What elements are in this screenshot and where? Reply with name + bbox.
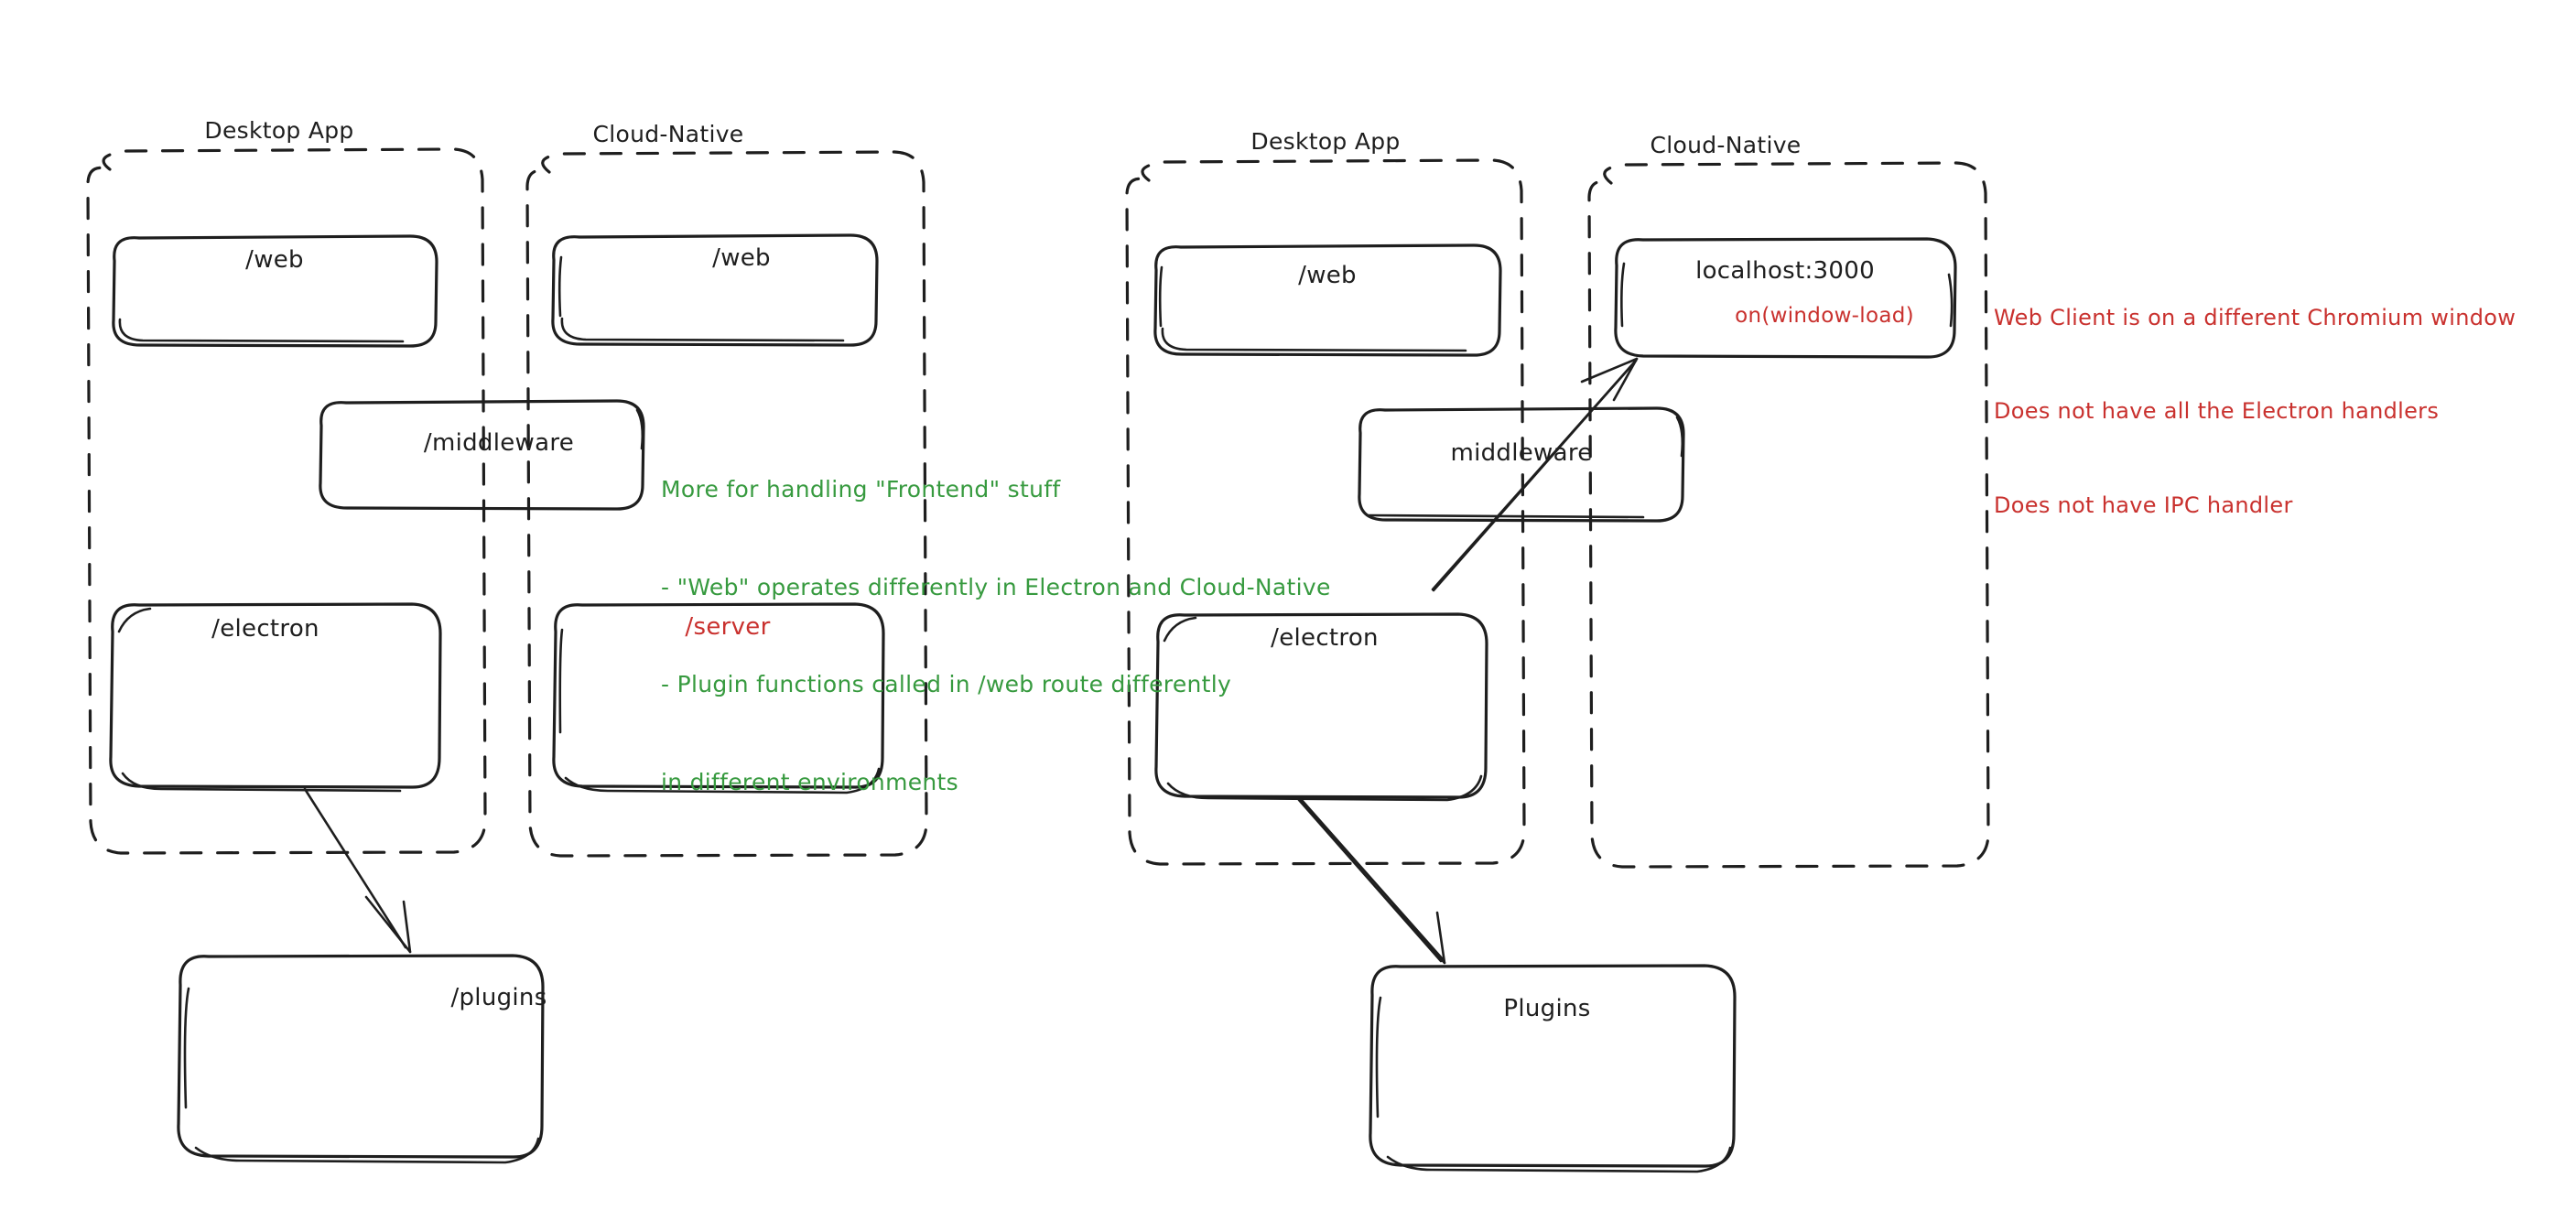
left-server-box [552,602,885,794]
left-server-label: /server [685,613,771,641]
green-note-line-1: More for handling "Frontend" stuff [661,476,1061,503]
right-web-box [1153,243,1502,357]
right-desktop-app-container [1125,158,1526,866]
right-cloud-native-container [1587,161,1990,869]
right-web-label: /web [1298,262,1357,289]
left-desktop-app-container [86,147,487,855]
green-note-line-3: - Plugin functions called in /web route … [661,671,1232,697]
right-localhost-sublabel: on(window-load) [1735,304,1914,328]
right-electron-to-plugins-arrow [1297,797,1446,965]
left-middleware-box [319,399,645,511]
red-annotation-note: Web Client is on a different Chromium wi… [1994,240,2516,583]
red-note-line-1: Web Client is on a different Chromium wi… [1994,305,2516,331]
right-electron-to-localhost-arrow [1431,357,1639,592]
green-note-line-2: - "Web" operates differently in Electron… [661,573,1331,600]
left-plugins-label: /plugins [450,984,547,1011]
right-middleware-label: middleware [1450,439,1593,467]
left-cloud-native-container [525,150,928,858]
right-plugins-box [1369,964,1737,1173]
red-note-line-3: Does not have IPC handler [1994,492,2293,518]
left-group-title-desktop-app: Desktop App [204,117,354,144]
left-group-title-cloud-native: Cloud-Native [592,121,744,147]
left-web-desktop-label: /web [245,246,304,274]
green-note-line-4: in different environments [661,768,958,795]
right-group-title-desktop-app: Desktop App [1250,128,1401,155]
red-note-line-2: Does not have all the Electron handlers [1994,398,2440,425]
right-middleware-box [1358,406,1685,523]
green-annotation-note: More for handling "Frontend" stuff - "We… [661,408,1331,863]
right-electron-label: /electron [1271,624,1379,652]
left-electron-label: /electron [211,615,319,643]
left-web-box-desktop [112,234,438,348]
left-web-cloud-label: /web [712,244,771,272]
left-electron-to-plugins-arrow [303,787,412,954]
right-localhost-box [1614,237,1957,359]
left-middleware-label: /middleware [423,429,575,457]
right-plugins-label: Plugins [1503,995,1591,1022]
right-electron-box [1154,612,1488,802]
right-group-title-cloud-native: Cloud-Native [1650,132,1802,158]
left-web-box-cloud [551,233,879,347]
right-localhost-label: localhost:3000 [1695,257,1875,285]
left-electron-box [109,602,442,793]
left-plugins-box [177,954,545,1164]
